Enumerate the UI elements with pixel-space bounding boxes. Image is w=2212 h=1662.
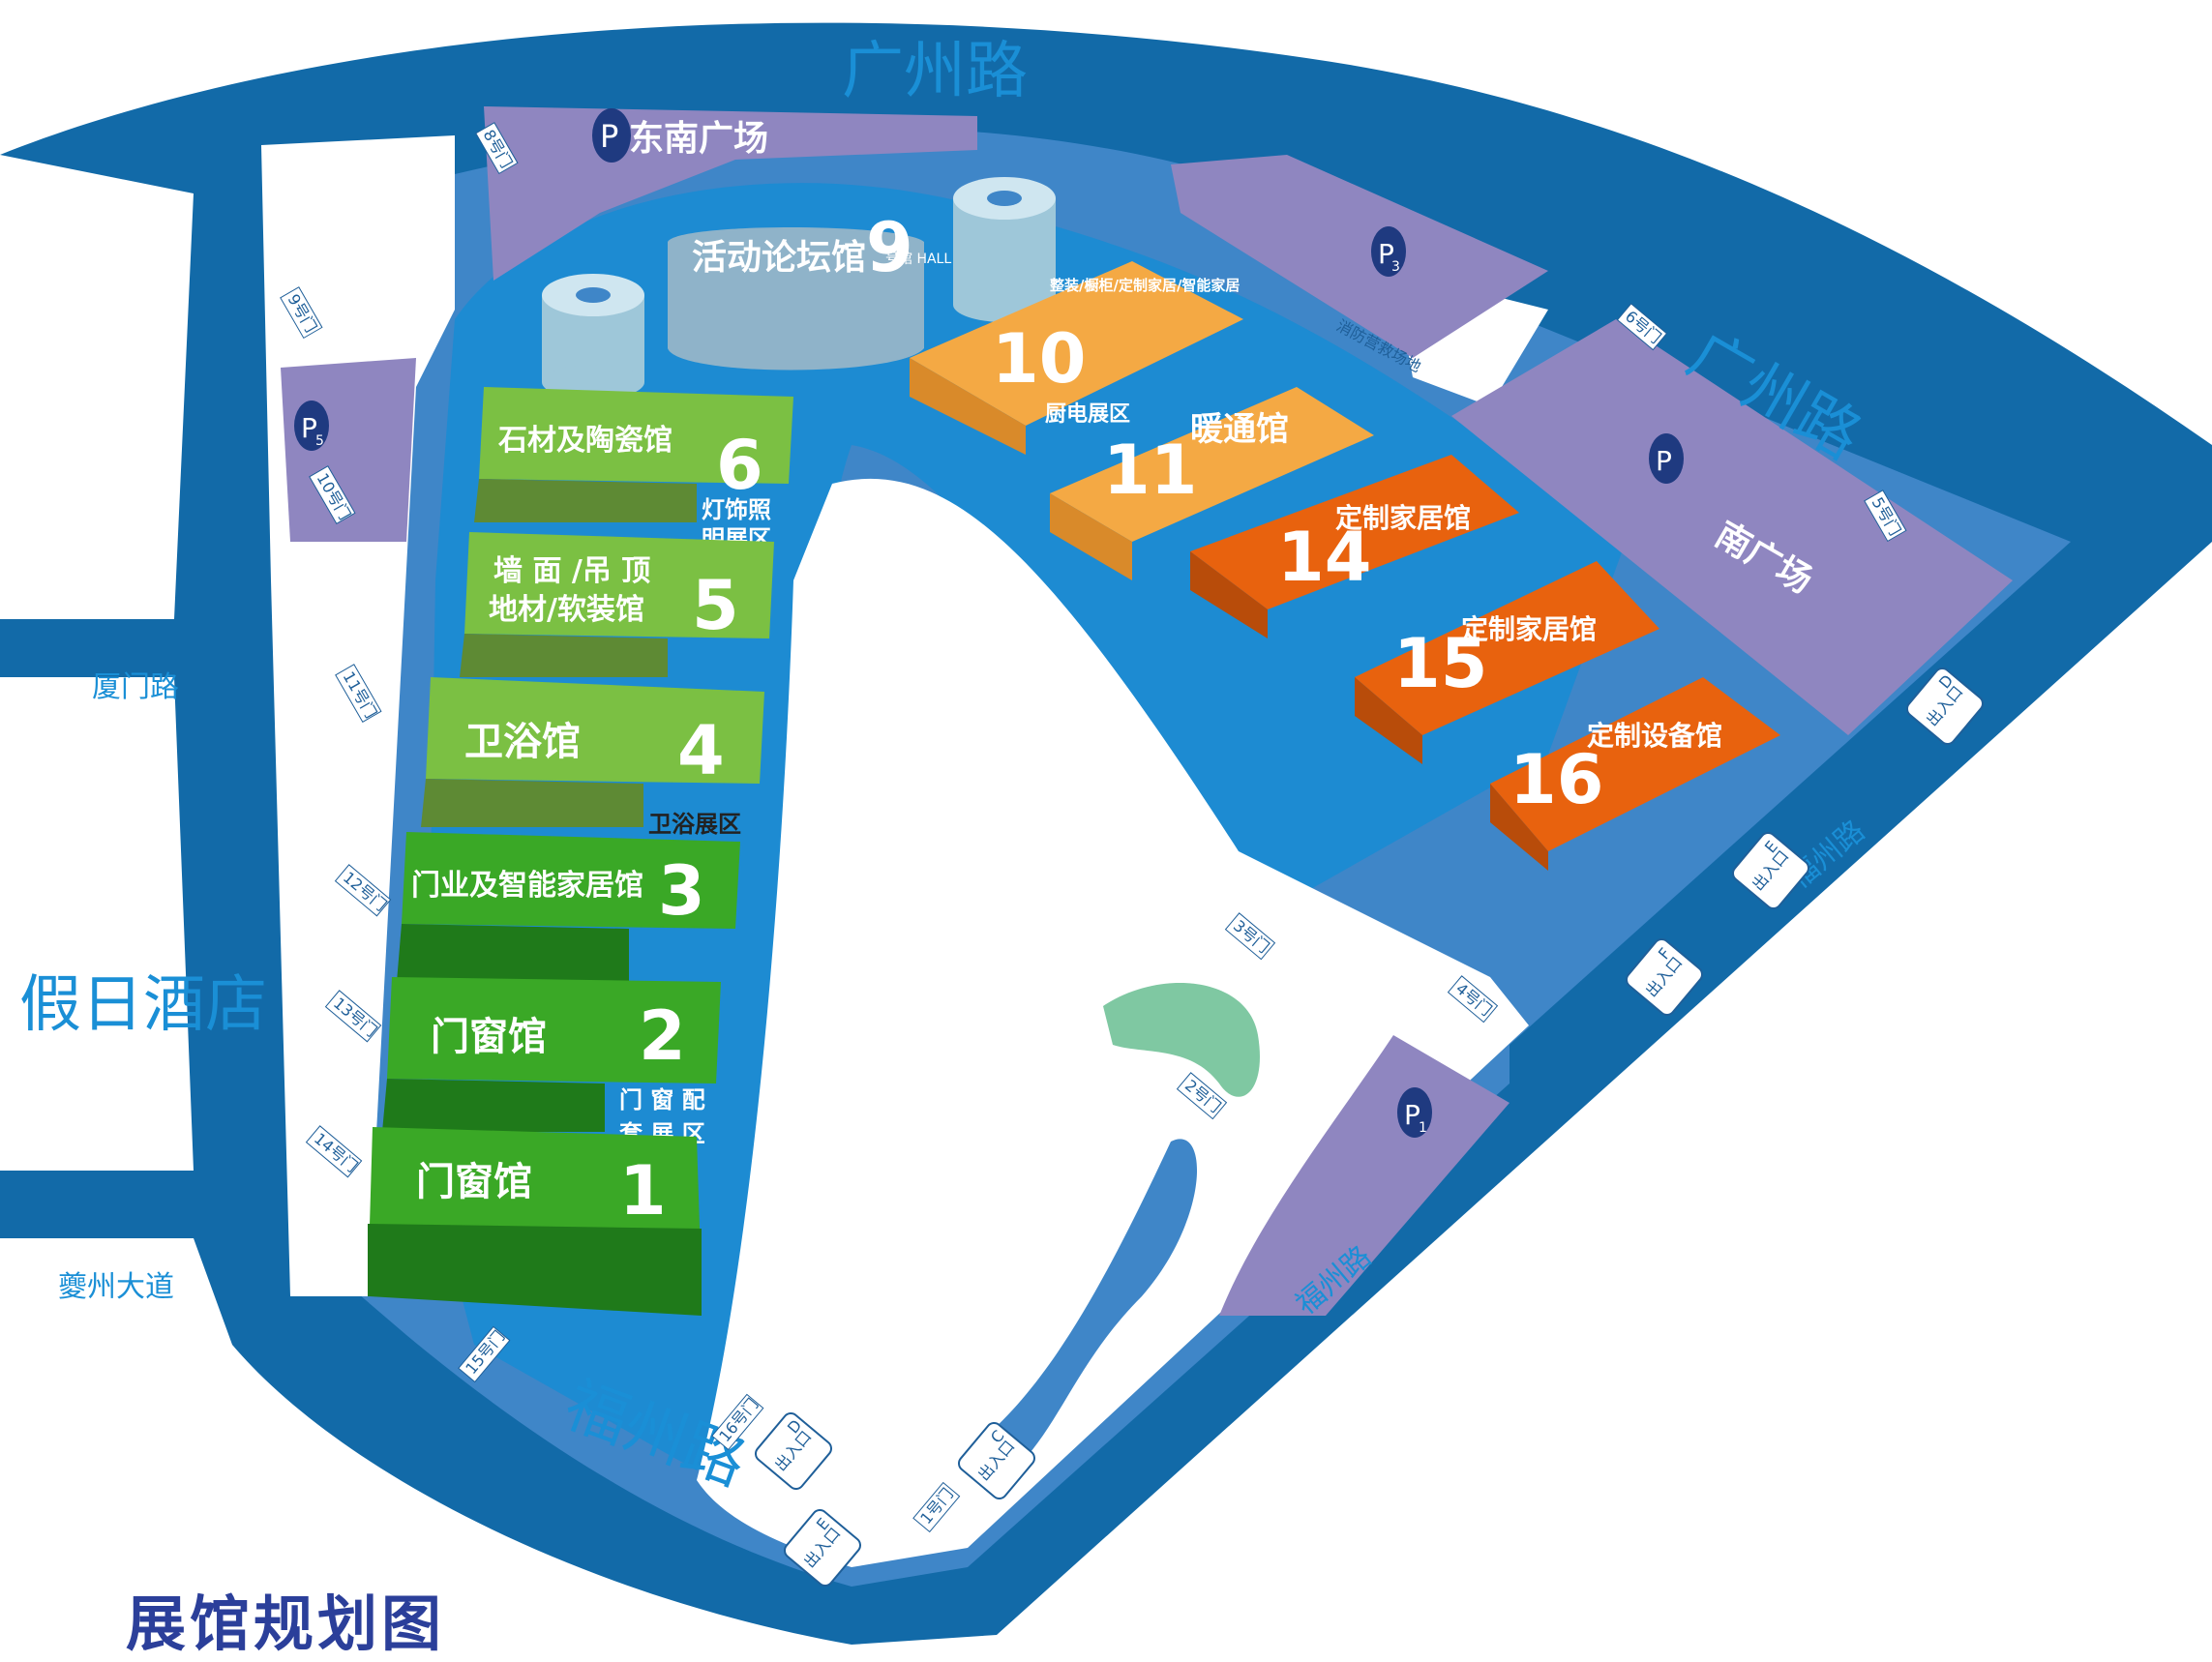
hall-4-number: 4 — [677, 711, 725, 790]
hall-5: 墙 面 /吊 顶 地材/软装馆 5 — [460, 532, 774, 677]
hall-5-name: 墙 面 /吊 顶 — [493, 554, 650, 588]
forum-hall-number: 9 — [866, 208, 913, 287]
creek — [968, 1139, 1198, 1490]
zone-lighting-line1: 灯饰照 — [702, 496, 771, 523]
zone-window-line1: 门 窗 配 — [619, 1086, 705, 1113]
parking-marker-p3: P 3 — [1371, 226, 1406, 277]
hall-3-number: 3 — [658, 851, 705, 931]
hall-4-name: 卫浴馆 — [464, 720, 581, 764]
hall-14: 14 定制家居馆 — [1190, 455, 1519, 638]
hall-5-name-2: 地材/软装馆 — [489, 593, 644, 627]
hall-10-name: 整装/橱柜/定制家居/智能家居 — [1050, 277, 1240, 294]
road-southwest: 夔州大道 — [58, 1270, 174, 1304]
parking-marker-p1: P 1 — [1397, 1087, 1432, 1138]
hall-1: 门窗馆 1 — [368, 1127, 702, 1316]
hall-3-name: 门业及智能家居馆 — [411, 869, 643, 903]
hall-15-number: 15 — [1393, 624, 1487, 703]
plaza-p3 — [1171, 155, 1548, 358]
zone-bath: 卫浴展区 — [648, 811, 741, 838]
plaza-southeast-label: 东南广场 — [629, 119, 768, 159]
hall-16-name: 定制设备馆 — [1587, 720, 1722, 752]
plaza-south — [1451, 319, 2013, 735]
hall-2: 门窗馆 2 — [382, 977, 721, 1132]
forum-hall-tag: 号馆 HALL — [885, 252, 951, 267]
hall-2-name: 门窗馆 — [431, 1015, 547, 1059]
hall-11-number: 11 — [1103, 430, 1197, 510]
hall-2-number: 2 — [639, 996, 686, 1076]
svg-text:P: P — [600, 118, 618, 155]
hall-16: 16 定制设备馆 — [1490, 677, 1780, 871]
svg-text:3: 3 — [1391, 259, 1400, 275]
hall-15-name: 定制家居馆 — [1461, 613, 1597, 645]
hall-10: 10 整装/橱柜/定制家居/智能家居 — [910, 261, 1243, 455]
hall-14-name: 定制家居馆 — [1335, 502, 1471, 534]
road-west: 厦门路 — [92, 670, 179, 704]
svg-text:1: 1 — [1419, 1120, 1427, 1136]
parking-marker-p5: P 5 — [294, 401, 329, 451]
hall-10-number: 10 — [992, 319, 1086, 399]
hall-11: 11 暖通馆 — [1050, 387, 1374, 580]
hall-3: 门业及智能家居馆 3 — [397, 832, 740, 982]
zone-kitchen: 厨电展区 — [1045, 402, 1130, 427]
map-title: 展馆规划图 — [126, 1588, 446, 1659]
hotel-name: 假日酒店 — [19, 969, 267, 1041]
hall-15: 15 定制家居馆 — [1355, 561, 1659, 764]
hall-4: 卫浴馆 4 — [421, 677, 764, 827]
gate-1: 1号门 — [912, 1481, 961, 1533]
hall-1-number: 1 — [619, 1151, 667, 1231]
pond — [1103, 983, 1260, 1097]
hall-16-number: 16 — [1510, 740, 1603, 819]
svg-text:5: 5 — [315, 433, 324, 449]
svg-text:P: P — [1404, 1099, 1420, 1131]
hall-5-number: 5 — [692, 566, 739, 645]
svg-text:P: P — [1378, 238, 1394, 270]
svg-text:P: P — [1656, 445, 1672, 477]
parking-marker-south: P — [1649, 433, 1684, 484]
road-north: 广州路 — [842, 36, 1028, 107]
svg-text:P: P — [301, 412, 317, 444]
hall-14-number: 14 — [1277, 518, 1371, 597]
hall-11-name: 暖通馆 — [1190, 410, 1289, 449]
hall-6-name: 石材及陶瓷馆 — [497, 424, 673, 458]
gate-markers: 8号门 9号门 10号门 11号门 12号门 13号门 14号门 15号门 16… — [280, 122, 1907, 1533]
forum-hall-name: 活动论坛馆 — [692, 238, 866, 278]
hall-1-name: 门窗馆 — [416, 1160, 532, 1204]
plaza-p1 — [1219, 1035, 1510, 1316]
tower-left — [542, 274, 644, 400]
parking-marker-northwest: P — [592, 108, 631, 163]
forum-hall: 活动论坛馆 9 号馆 HALL — [668, 208, 951, 371]
hall-6: 石材及陶瓷馆 6 — [474, 387, 793, 522]
tower-right — [953, 177, 1056, 322]
hall-6-number: 6 — [716, 426, 763, 505]
